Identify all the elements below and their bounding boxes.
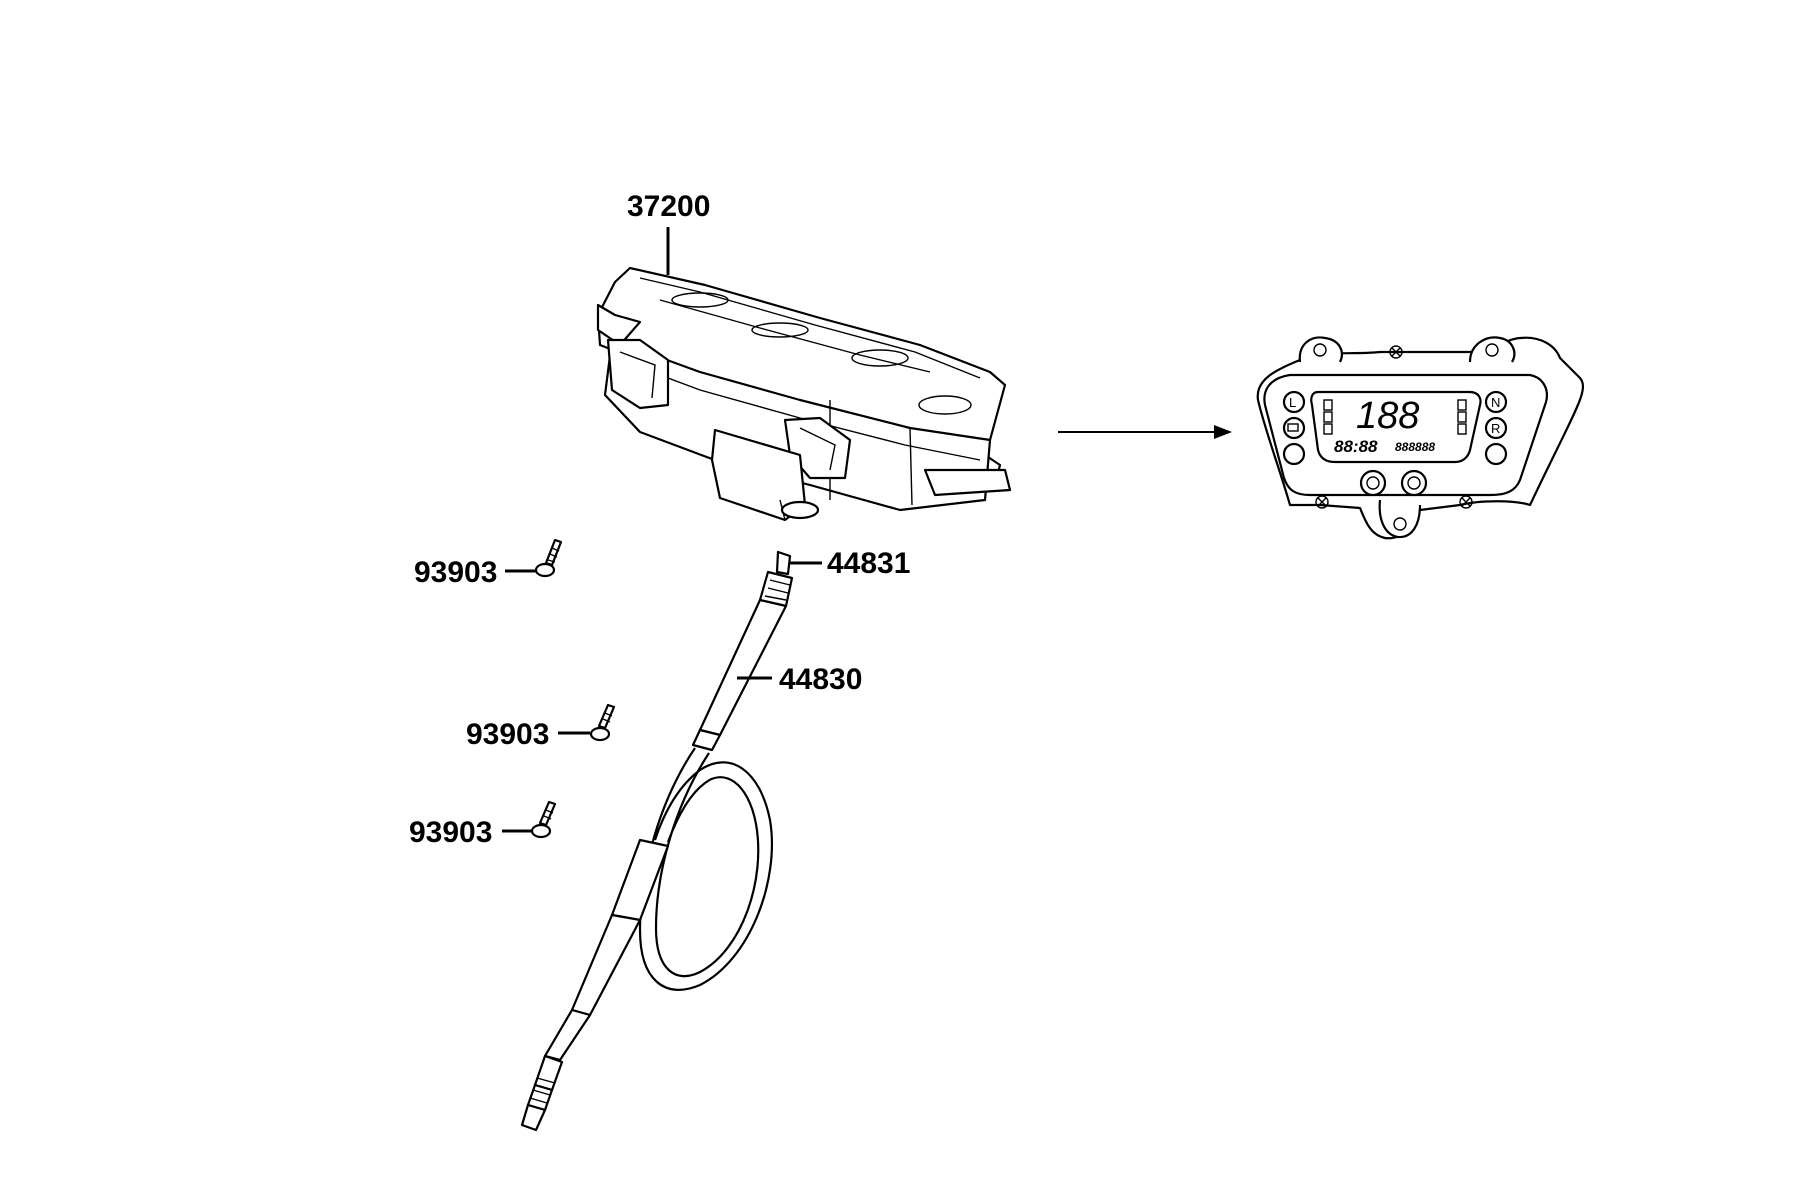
meter-assembly-drawing: [596, 266, 1012, 522]
screw-drawing-3: [530, 800, 557, 839]
part-number-44830: 44830: [779, 663, 862, 696]
part-number-93903-1: 93903: [414, 556, 497, 589]
lcd-display-front-view: L N R 188 88:88 888888: [1256, 336, 1584, 540]
screw-drawing-2: [589, 703, 616, 742]
part-number-93903-3: 93903: [409, 816, 492, 849]
part-number-93903-2: 93903: [466, 718, 549, 751]
part-number-44831: 44831: [827, 547, 910, 580]
indicator-l-label: L: [1289, 395, 1296, 410]
lcd-speed-digits: 188: [1356, 395, 1419, 437]
lcd-odometer-digits: 888888: [1395, 440, 1435, 454]
indicator-r-label: R: [1491, 421, 1500, 436]
arrow-to-display: [1058, 425, 1232, 439]
part-number-37200: 37200: [627, 190, 710, 223]
screw-drawing-1: [534, 538, 563, 578]
lcd-clock-digits: 88:88: [1334, 437, 1378, 456]
indicator-n-label: N: [1491, 395, 1500, 410]
speedometer-cable-drawing: [520, 550, 794, 1132]
